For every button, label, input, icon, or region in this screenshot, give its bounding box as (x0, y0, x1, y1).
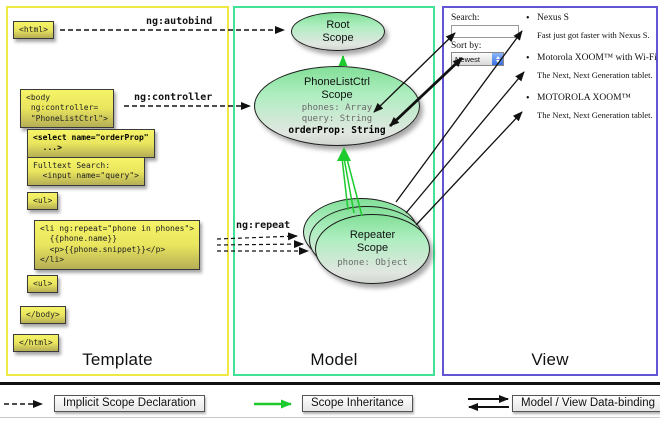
repeater-scope-title: Repeater Scope (349, 228, 396, 254)
legend-scope-inheritance: Scope Inheritance (302, 395, 413, 412)
bullet-icon: • (526, 93, 530, 104)
body-close-tag-box: </body> (20, 306, 66, 325)
sort-dropdown[interactable]: Newest (451, 52, 504, 66)
html-close-tag-box: </html> (13, 334, 59, 353)
repeater-scope-prop: phone: Object (337, 258, 408, 269)
phone-item-desc: The Next, Next Generation tablet. (537, 70, 653, 80)
dropdown-stepper-icon (492, 53, 503, 65)
legend-data-binding: Model / View Data-binding (512, 395, 660, 412)
ul-second-tag-box: <ul> (27, 275, 59, 294)
phone-item-name: Motorola XOOM™ with Wi-Fi (537, 53, 657, 63)
phone-item-desc: Fast just got faster with Nexus S. (537, 30, 650, 40)
bullet-icon: • (526, 53, 530, 64)
phone-item-desc: The Next, Next Generation tablet. (537, 110, 653, 120)
html-open-tag-box: <html> (13, 21, 54, 40)
view-column-label: View (531, 350, 569, 369)
page-bottom-line (0, 417, 660, 418)
search-input[interactable] (451, 25, 519, 38)
bullet-icon: • (526, 13, 530, 24)
legend-separator-line (0, 382, 660, 385)
model-column: Model (233, 6, 435, 376)
ng-autobind-label: ng:autobind (146, 16, 213, 27)
search-label: Search: (451, 13, 480, 23)
fulltext-search-box: Fulltext Search: <input name="query"> (27, 157, 145, 186)
phonelistctrl-scope-title: PhoneListCtrl Scope (303, 75, 371, 101)
template-column-label: Template (82, 350, 153, 369)
model-column-label: Model (310, 350, 358, 369)
phonelistctrl-orderprop: orderProp: String (288, 124, 386, 136)
select-orderprop-box: <select name="orderProp" ...> (27, 129, 155, 158)
phonelistctrl-scope-props: phones: Array query: String (301, 103, 373, 124)
ul-open-tag-box: <ul> (27, 192, 59, 211)
sort-dropdown-value: Newest (455, 54, 481, 64)
body-open-tag-box: <body ng:controller= "PhoneListCtrl"> (20, 89, 114, 129)
repeater-scope-ellipse: Repeater Scope phone: Object (315, 214, 430, 284)
phonelistctrl-scope-ellipse: PhoneListCtrl Scope phones: Array query:… (254, 66, 420, 146)
sort-by-label: Sort by: (451, 41, 482, 51)
phone-item-name: MOTOROLA XOOM™ (537, 93, 631, 103)
root-scope-title: Root Scope (322, 18, 354, 44)
ng-controller-label: ng:controller (134, 92, 213, 103)
ng-repeat-label: ng:repeat (236, 220, 291, 231)
li-ngrepeat-box: <li ng:repeat="phone in phones"> {{phone… (34, 220, 201, 270)
root-scope-ellipse: Root Scope (291, 12, 385, 51)
phone-item-name: Nexus S (537, 13, 569, 23)
legend-implicit-scope: Implicit Scope Declaration (54, 395, 205, 412)
